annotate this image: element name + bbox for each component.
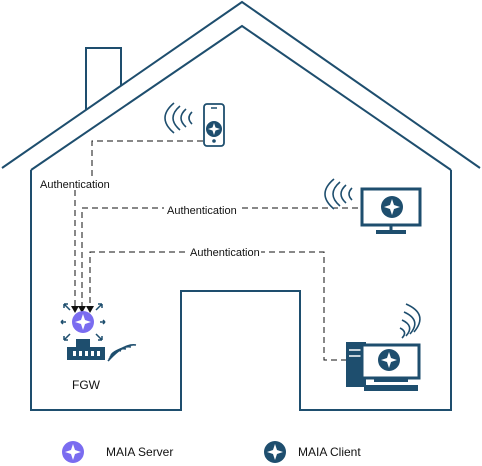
auth-label-desktop: Authentication (190, 247, 260, 259)
fgw-label: FGW (72, 378, 101, 392)
legend: MAIA Server MAIA Client (62, 441, 361, 463)
compass-star-icon (72, 311, 94, 333)
monitor-connection-line (78, 207, 378, 313)
auth-label-monitor: Authentication (167, 205, 237, 217)
compass-star-icon (381, 196, 403, 218)
wireless-signal-icon (107, 344, 137, 362)
house-outline (1, 0, 481, 411)
compass-star-icon (264, 441, 286, 463)
gateway-router-icon (67, 339, 105, 360)
wireless-signal-icon (399, 303, 421, 339)
compass-star-icon (378, 349, 400, 371)
connection-lines (75, 140, 378, 361)
desktop-connection-line (86, 251, 377, 361)
legend-client-label: MAIA Client (298, 445, 361, 459)
compass-star-icon (206, 121, 222, 137)
auth-label-phone: Authentication (40, 179, 110, 191)
wireless-signal-icon (324, 178, 353, 210)
expand-arrows-icon (60, 303, 106, 341)
phone-connection-line (75, 140, 203, 312)
wireless-signal-icon (164, 102, 193, 134)
compass-star-icon (62, 441, 84, 463)
legend-server-label: MAIA Server (106, 445, 173, 459)
